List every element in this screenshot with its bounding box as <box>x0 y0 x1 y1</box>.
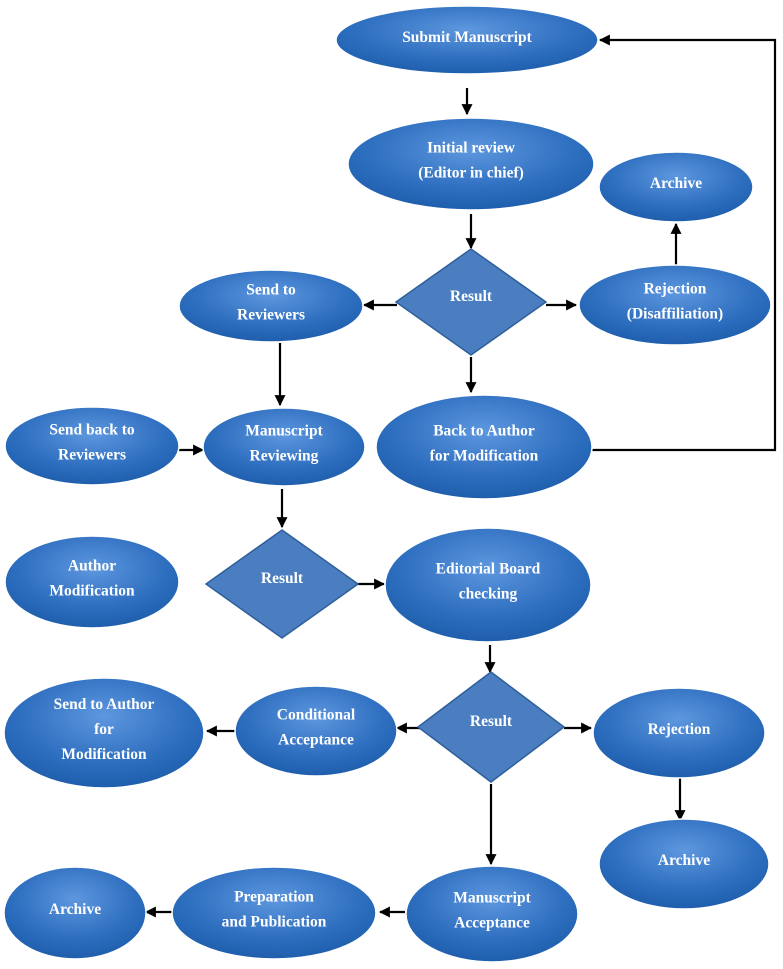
node-label-line: Submit Manuscript <box>402 29 532 46</box>
node-archive-1: Archive <box>598 151 754 223</box>
decision-diamond-shape <box>394 248 548 356</box>
ellipse-shape <box>598 151 754 223</box>
node-label-line: Editorial Board <box>436 561 541 578</box>
node-submit: Submit Manuscript <box>335 5 599 75</box>
node-send-back-to-reviewers: Send back to Reviewers <box>4 406 180 486</box>
node-label-line: Acceptance <box>454 915 530 932</box>
ellipse-shape <box>178 269 364 343</box>
decision-diamond-shape <box>204 529 360 639</box>
node-label-line: Modification <box>49 583 135 600</box>
node-label-line: Modification <box>61 746 147 763</box>
node-label-line: and Publication <box>222 914 327 931</box>
node-label-line: Manuscript <box>245 423 323 440</box>
ellipse-shape <box>347 117 595 211</box>
node-label-line: Conditional <box>277 707 356 724</box>
node-label-line: for Modification <box>430 448 539 465</box>
node-label-line: (Editor in chief) <box>418 165 524 182</box>
ellipse-shape <box>578 264 772 346</box>
node-label-line: Author <box>68 558 116 575</box>
ellipse-shape <box>3 866 147 960</box>
node-label-line: Rejection <box>648 721 711 738</box>
node-label-line: checking <box>459 586 518 603</box>
node-label-line: Reviewing <box>250 448 319 465</box>
node-label-line: Result <box>450 288 493 305</box>
node-initial-review: Initial review (Editor in chief) <box>347 117 595 211</box>
node-label-line: Back to Author <box>433 423 535 440</box>
node-label-line: Send to Author <box>54 696 155 713</box>
node-label-line: Acceptance <box>278 732 354 749</box>
node-rejection-2: Rejection <box>592 687 766 779</box>
ellipse-shape <box>171 866 377 960</box>
ellipse-shape <box>3 677 205 789</box>
node-label-line: Archive <box>658 852 710 869</box>
node-preparation: Preparation and Publication <box>171 866 377 960</box>
node-label-line: Send back to <box>49 422 135 439</box>
decision-diamond-shape <box>416 671 566 783</box>
node-label-line: Result <box>470 713 513 730</box>
node-label-line: (Disaffiliation) <box>627 306 723 323</box>
node-label-line: Initial review <box>427 140 516 157</box>
node-label-line: Rejection <box>644 281 707 298</box>
node-send-to-reviewers: Send to Reviewers <box>178 269 364 343</box>
ellipse-shape <box>405 865 579 963</box>
node-archive-2: Archive <box>598 818 770 910</box>
node-label-line: Preparation <box>234 889 314 906</box>
node-label-line: Result <box>261 570 304 587</box>
ellipse-shape <box>375 394 593 500</box>
ellipse-shape <box>234 685 398 777</box>
node-result-3: Result <box>416 671 566 783</box>
node-label-line: Reviewers <box>58 447 126 464</box>
node-result-2: Result <box>204 529 360 639</box>
node-label-line: Archive <box>49 901 101 918</box>
node-label-line: Archive <box>650 175 702 192</box>
node-label-line: Reviewers <box>237 307 305 324</box>
ellipse-shape <box>592 687 766 779</box>
node-archive-3: Archive <box>3 866 147 960</box>
ellipse-shape <box>4 535 180 629</box>
ellipse-shape <box>384 527 592 643</box>
ellipse-shape <box>4 406 180 486</box>
node-label-line: for <box>94 721 114 738</box>
node-label-line: Send to <box>246 282 296 299</box>
node-rejection-1: Rejection (Disaffiliation) <box>578 264 772 346</box>
node-editorial-board: Editorial Board checking <box>384 527 592 643</box>
node-result-1: Result <box>394 248 548 356</box>
ellipse-shape <box>202 407 366 487</box>
ellipse-shape <box>335 5 599 75</box>
node-label-line: Manuscript <box>453 890 531 907</box>
ellipse-shape <box>598 818 770 910</box>
node-back-to-author: Back to Author for Modification <box>375 394 593 500</box>
connectors <box>144 34 777 918</box>
arrow-back-to-author-to-submit <box>592 34 777 452</box>
